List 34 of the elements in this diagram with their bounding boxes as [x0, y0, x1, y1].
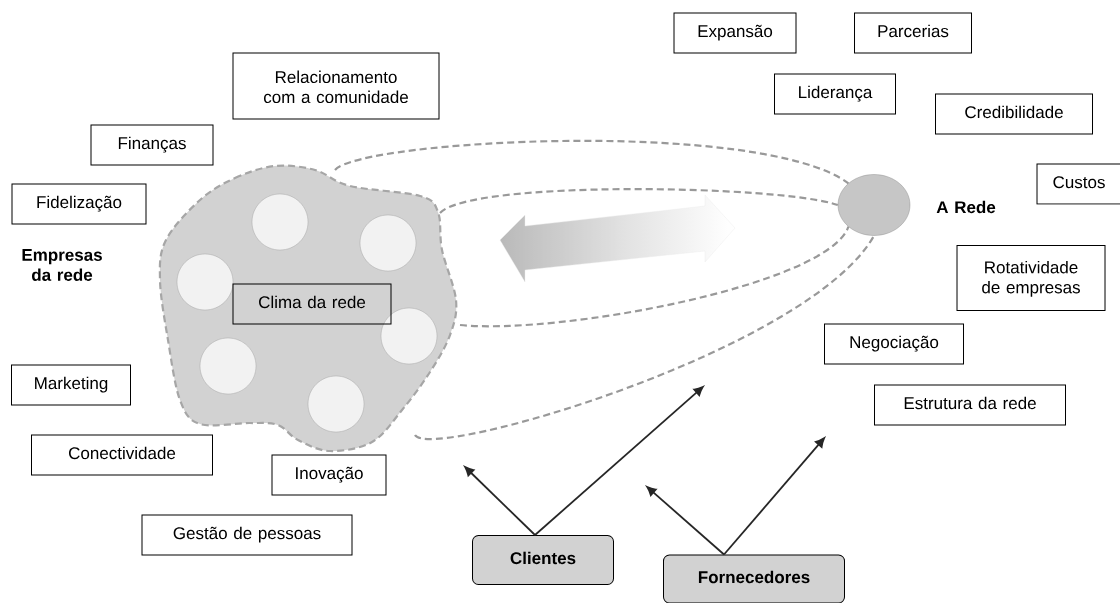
connector-line: [439, 188, 839, 214]
connector-line: [459, 226, 850, 328]
text-box: Rotatividade de empresas: [956, 245, 1106, 311]
stakeholder-box: Clientes: [472, 535, 614, 585]
circle: [359, 214, 417, 272]
text-box: Expansão: [673, 12, 797, 54]
text-box: Conectividade: [31, 434, 213, 476]
circle: [199, 337, 257, 395]
text-box: Finanças: [90, 124, 214, 166]
text-box: Negociação: [824, 323, 964, 365]
text-box: Relacionamento com a comunidade: [232, 52, 440, 120]
connector-arrow: [534, 386, 704, 536]
group-label: A Rede: [936, 200, 996, 214]
connector-line: [414, 235, 875, 440]
stakeholder-box: Fornecedores: [663, 554, 845, 603]
circle: [251, 193, 309, 251]
text-box: Marketing: [11, 364, 131, 406]
text-box: Estrutura da rede: [874, 384, 1066, 426]
text-box: Fidelização: [11, 183, 147, 225]
text-box: Custos: [1036, 163, 1120, 205]
connector-arrow: [723, 437, 825, 556]
text-box: Parcerias: [854, 12, 972, 54]
text-box: Gestão de pessoas: [141, 514, 353, 556]
circle: [380, 307, 438, 365]
circle: [307, 375, 365, 433]
text-box: Inovação: [271, 454, 387, 496]
text-box: Clima da rede: [232, 283, 392, 325]
circle: [176, 253, 234, 311]
connector-line: [334, 139, 849, 185]
text-box: Liderança: [774, 73, 896, 115]
text-box: Credibilidade: [935, 93, 1093, 135]
connector-arrow: [464, 466, 536, 536]
connector-arrow: [646, 486, 725, 556]
group-label: Empresas da rede: [22, 249, 102, 281]
